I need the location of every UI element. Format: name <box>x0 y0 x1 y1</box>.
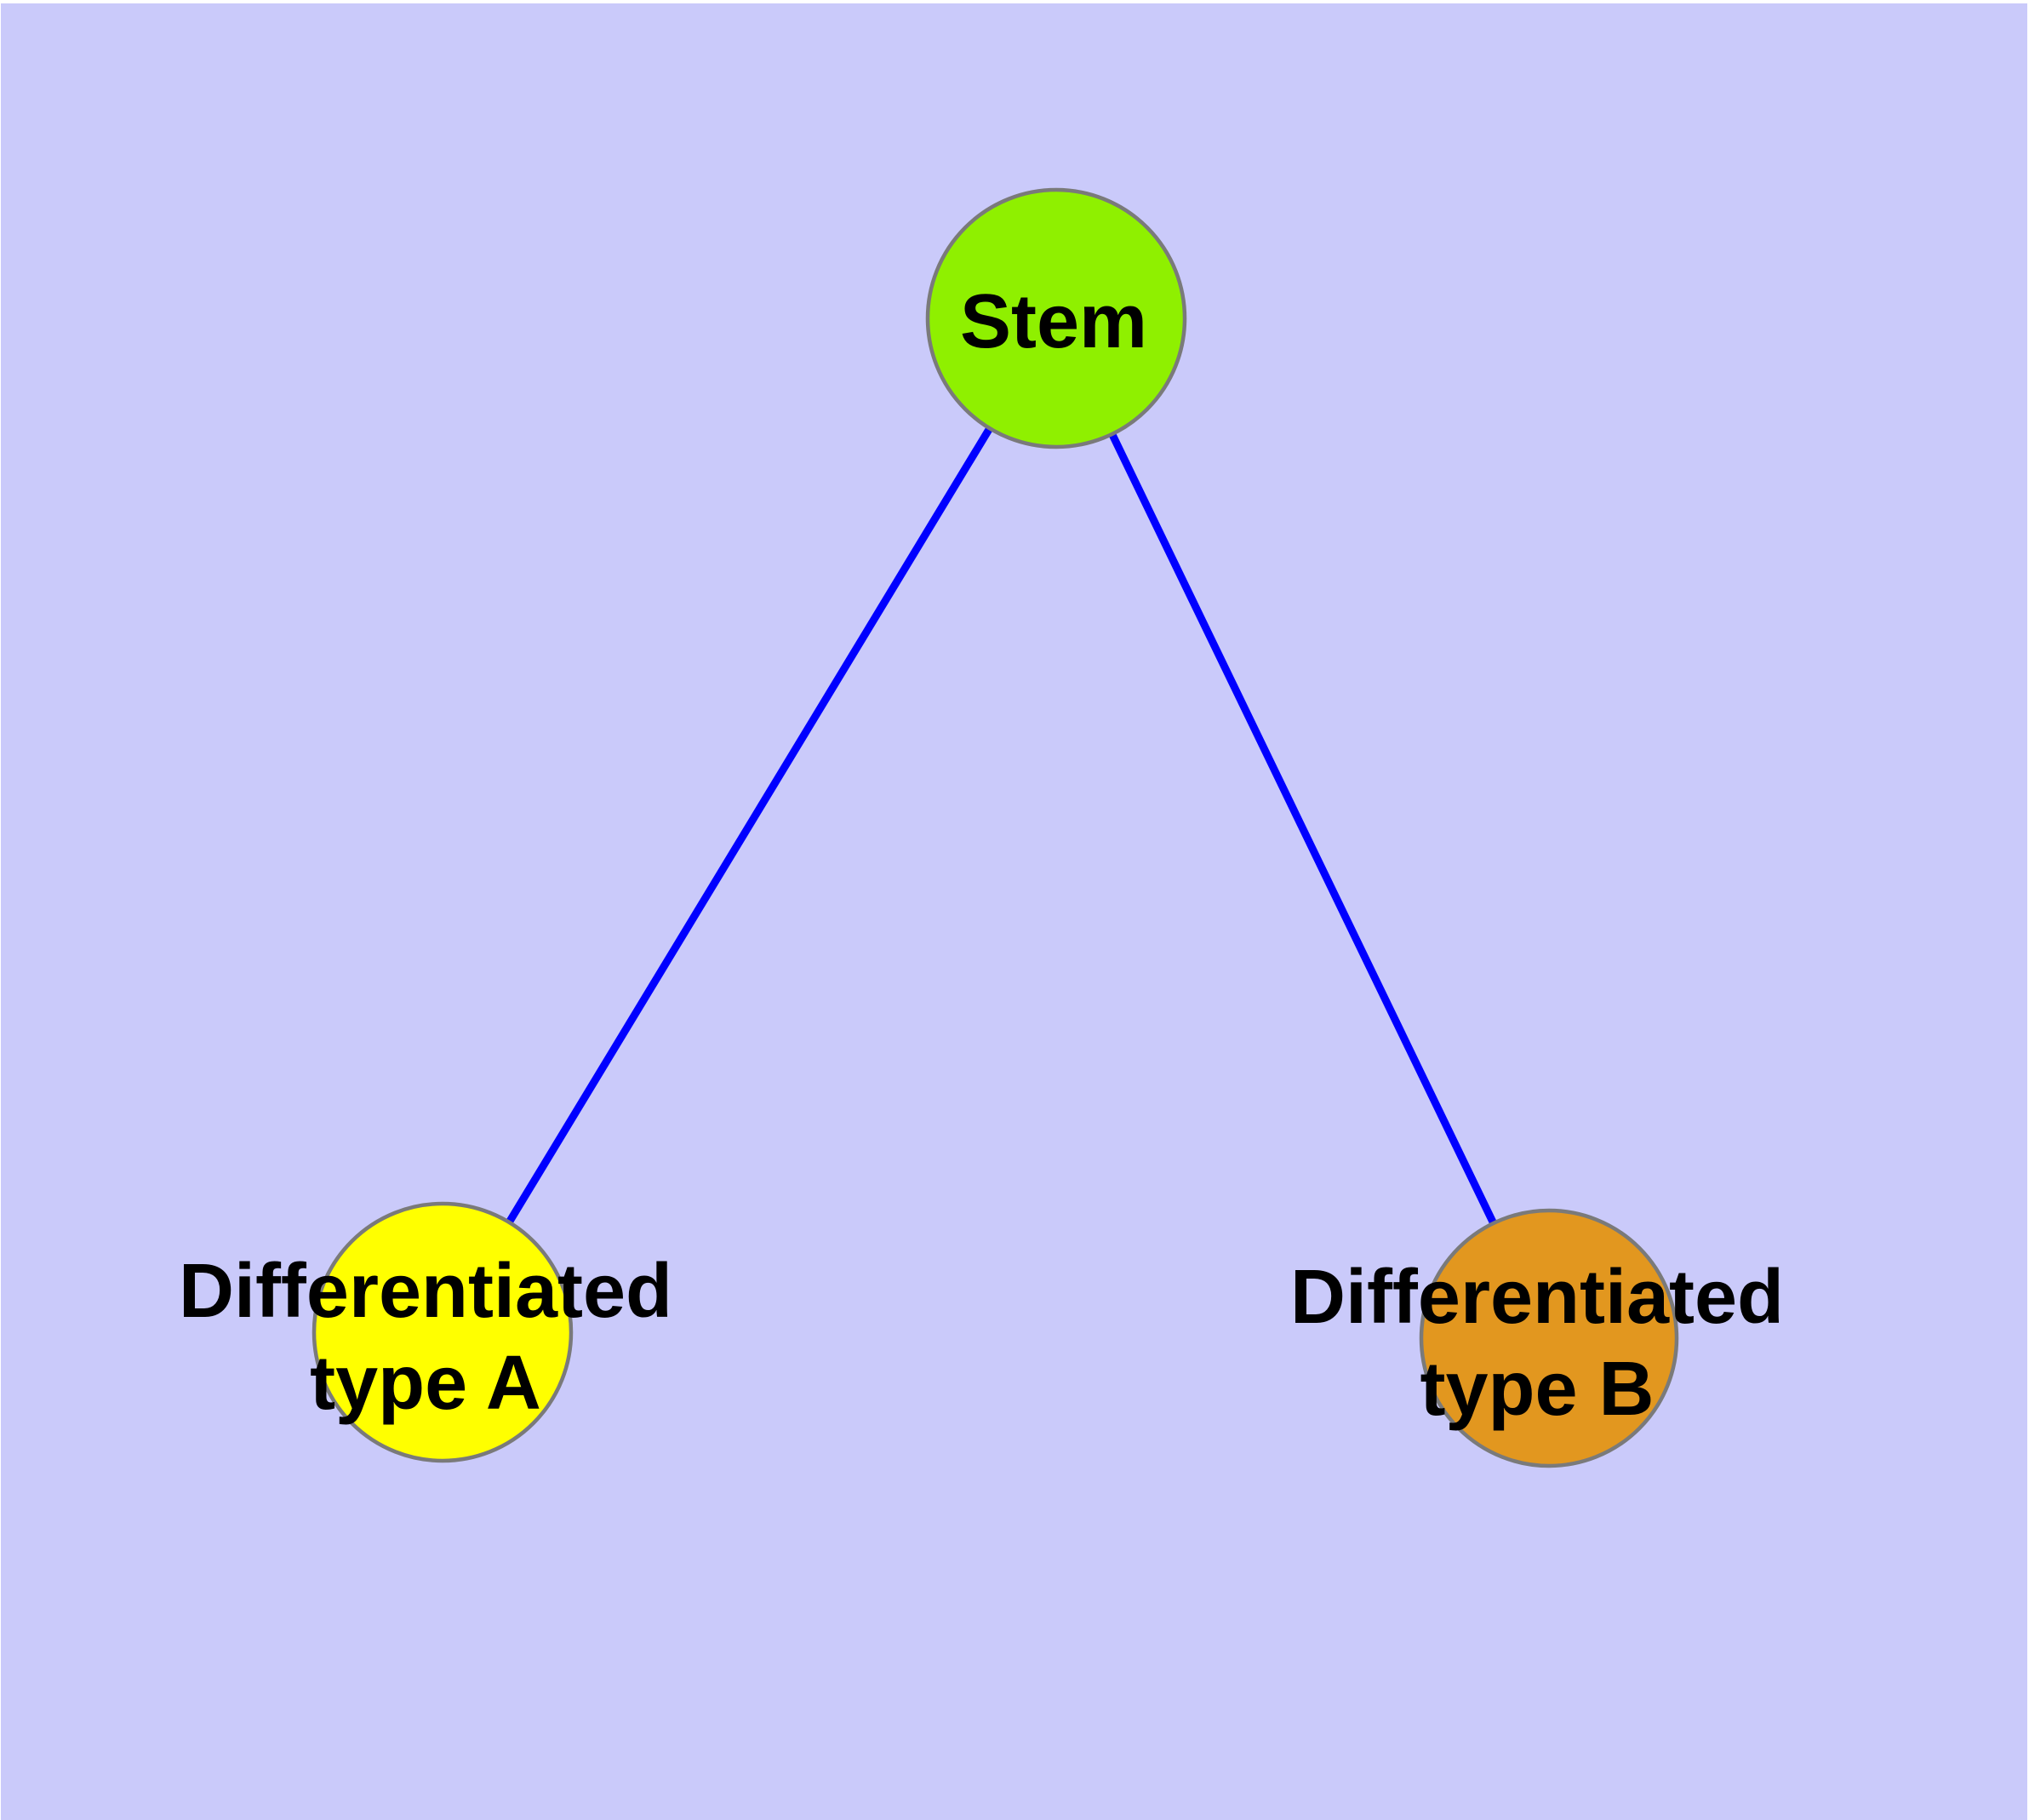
node-differentiated-type-a[interactable] <box>311 1201 574 1463</box>
node-stem-label-line1: Stem <box>960 279 1147 364</box>
node-differentiated-type-b[interactable] <box>1419 1208 1679 1468</box>
node-differentiated-type-b-label-line2: type B <box>1420 1347 1654 1432</box>
node-differentiated-type-a-label-line2: type A <box>310 1341 541 1426</box>
node-differentiated-type-a-label-line1: Differentiated <box>179 1249 672 1334</box>
edge-stem-to-differentiated-type-b[interactable] <box>1052 317 1553 1340</box>
node-differentiated-type-b-label-line1: Differentiated <box>1290 1255 1784 1340</box>
edge-stem-to-differentiated-type-a[interactable] <box>439 316 1060 1335</box>
node-stem[interactable] <box>925 187 1187 449</box>
